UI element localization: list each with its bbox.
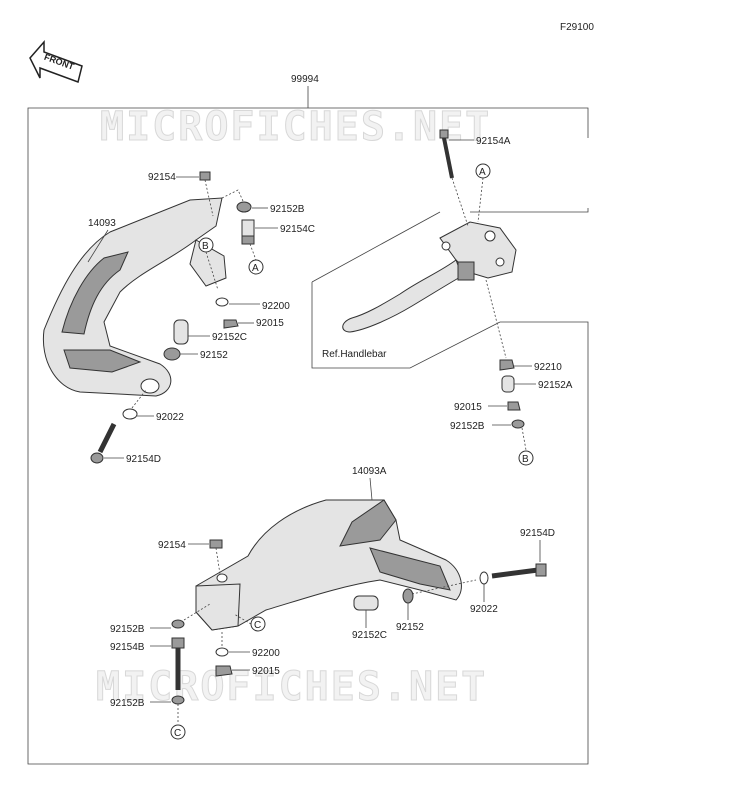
label-92015-lower: 92015 [252,666,280,677]
kit-number: 99994 [291,74,319,85]
label-92154D-upper: 92154D [126,454,161,465]
washer-92200-upper [215,297,229,307]
handlebar-ref-box: Ref.Handlebar [311,211,501,369]
label-92152B-lower-bottom: 92152B [110,698,145,709]
label-92152A: 92152A [538,380,573,391]
collar-92152B-lower-bottom [171,695,185,705]
label-92154-lower: 92154 [158,540,186,551]
label-92015-upper: 92015 [256,318,284,329]
callout-c-lower-guard: C [250,616,266,632]
label-92152B-lever: 92152B [450,421,485,432]
lower-handguard [195,499,462,631]
label-92015-lever: 92015 [454,402,482,413]
ref-handlebar-note: Ref.Handlebar [322,349,387,360]
label-92152C-upper: 92152C [212,332,247,343]
label-92154B: 92154B [110,642,145,653]
callout-a-lever: A [475,163,491,179]
watermark-top: MICROFICHES.NET [100,104,491,150]
screw-92154-upper [199,171,214,217]
label-92022-lower: 92022 [470,604,498,615]
label-92200-upper: 92200 [262,301,290,312]
bolt-92154B [171,637,185,690]
figure-id: F29100 [560,22,594,33]
svg-text:A: A [252,263,259,274]
label-92154C: 92154C [280,224,315,235]
watermark-bottom: MICROFICHES.NET [96,664,487,710]
collar-92152B-upper [236,201,252,213]
front-arrow-icon: FRONT [29,40,83,83]
label-92200-lower: 92200 [252,648,280,659]
label-92154-upper: 92154 [148,172,176,183]
clutch-lever [342,221,517,333]
washer-92022-upper [122,408,138,420]
callout-b-upper: B [198,237,214,253]
label-14093A: 14093A [352,466,387,477]
label-92152B-upper: 92152B [270,204,305,215]
callout-b-lever: B [518,450,534,466]
callout-a-upper: A [248,259,264,275]
label-92152C-lower: 92152C [352,630,387,641]
bolt-92154A [439,129,469,227]
collar-92152B-lower-top [171,619,185,629]
spacer-92152-lower [402,588,414,604]
bolt-92154D-lower [491,563,547,579]
svg-text:B: B [522,454,529,465]
washer-92200-lower [215,647,229,657]
callout-c-bottom: C [170,724,186,740]
screw-92154-lower [209,539,223,575]
collar-92152A [501,375,515,393]
svg-text:A: A [479,167,486,178]
label-14093: 14093 [88,218,116,229]
bolt-92154C [241,219,255,245]
label-92022-upper: 92022 [156,412,184,423]
label-92210: 92210 [534,362,562,373]
label-92154A: 92154A [476,136,511,147]
spacer-92152C-lower [353,595,379,611]
label-92152B-lower-top: 92152B [110,624,145,635]
washer-92022-lower [479,571,489,585]
nut-92015-lever [507,401,521,411]
kit-frame [27,86,589,765]
spacer-92152-upper [163,347,181,361]
nut-92015-lower [215,665,233,677]
label-92152-upper: 92152 [200,350,228,361]
bolt-92154D-upper [90,422,117,464]
nut-92210 [499,359,515,371]
upper-handguard [42,197,227,397]
label-92152-lower: 92152 [396,622,424,633]
spacer-92152C-upper [173,319,189,345]
svg-text:B: B [202,241,209,252]
svg-text:C: C [174,728,181,739]
collar-92152B-lever [511,419,525,429]
label-92154D-lower: 92154D [520,528,555,539]
svg-text:C: C [254,620,261,631]
nut-92015-upper [223,319,239,329]
